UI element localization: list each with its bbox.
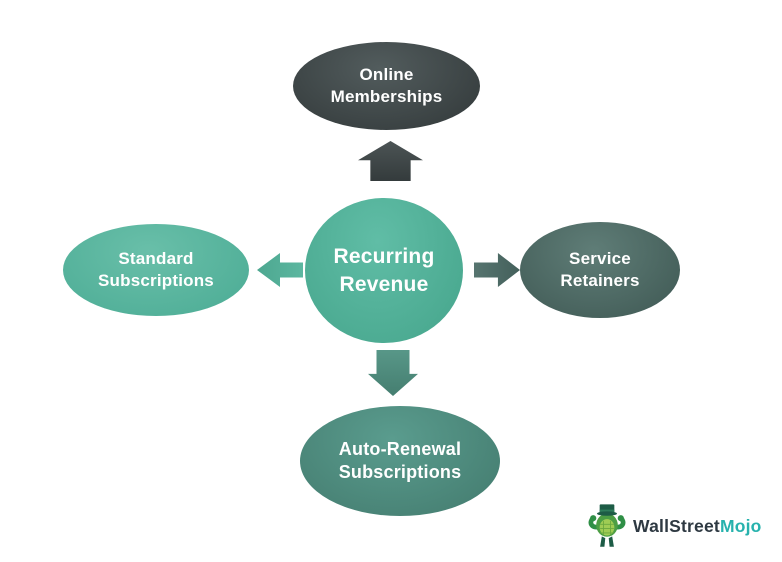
wordmark-mojo: Mojo: [719, 515, 762, 536]
arrow-right-icon: [474, 253, 520, 287]
node-label: Standard Subscriptions: [98, 248, 214, 290]
arrow-left-icon: [257, 253, 303, 287]
node-auto-renewal-subscriptions: Auto-Renewal Subscriptions: [300, 406, 500, 516]
wallstreetmojo-logo: WallStreetMojo: [588, 499, 762, 553]
arrow-up-icon: [358, 141, 423, 181]
node-label: Service Retainers: [560, 248, 640, 290]
arrow-down-icon: [368, 350, 418, 396]
wallstreetmojo-wordmark: WallStreetMojo: [633, 516, 762, 537]
node-label: Auto-Renewal Subscriptions: [338, 438, 462, 482]
node-recurring-revenue-center: Recurring Revenue: [305, 198, 463, 343]
node-online-memberships: Online Memberships: [293, 42, 480, 130]
node-standard-subscriptions: Standard Subscriptions: [63, 224, 249, 316]
node-label: Online Memberships: [330, 64, 443, 106]
center-node-label: Recurring Revenue: [333, 245, 435, 296]
node-service-retainers: Service Retainers: [520, 222, 680, 318]
bull-mascot-icon: [588, 504, 626, 547]
wordmark-wallstreet: WallStreet: [633, 515, 720, 536]
